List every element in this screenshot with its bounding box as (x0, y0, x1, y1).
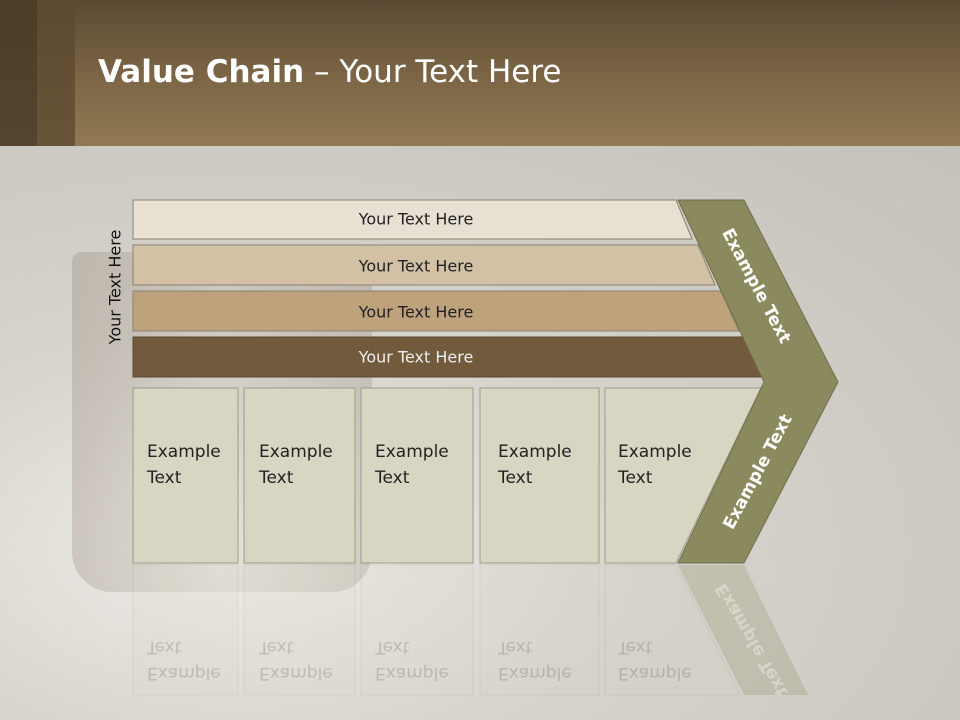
box-5 (604, 387, 762, 564)
header-accent-strip (0, 0, 37, 146)
box-label-4: Example Text (498, 442, 572, 488)
bar-label-3: Your Text Here (358, 302, 474, 322)
box-label-5: Example Text (618, 442, 692, 488)
bar-1 (132, 199, 693, 240)
box-label-3: Example Text (375, 442, 449, 488)
box-reflection-text: Example Text (498, 637, 572, 683)
bar-2 (132, 244, 716, 286)
title-bold: Value Chain (98, 54, 305, 90)
box-reflection-text: Example Text (618, 637, 692, 683)
box-reflection (360, 564, 474, 696)
box-2 (243, 387, 356, 564)
bar-label-2: Your Text Here (358, 256, 474, 276)
box-reflection (243, 564, 356, 696)
page-title: Value Chain – Your Text Here (98, 54, 561, 90)
chevron-reflection (678, 565, 808, 695)
box-reflection (604, 564, 741, 696)
title-bar: Value Chain – Your Text Here (0, 0, 960, 146)
bar-label-4: Your Text Here (358, 347, 474, 367)
box-4 (479, 387, 600, 564)
box-reflection (132, 564, 239, 696)
box-reflection-text: Example Text (259, 637, 333, 683)
bar-3 (132, 290, 740, 332)
bar-label-1: Your Text Here (358, 209, 474, 229)
box-3 (360, 387, 474, 564)
reflection (132, 564, 741, 696)
box-1 (132, 387, 239, 564)
box-label-2: Example Text (259, 442, 333, 488)
title-rest: – Your Text Here (304, 54, 562, 90)
chevron-arrow (677, 199, 839, 564)
box-label-1: Example Text (147, 442, 221, 488)
box-reflection (479, 564, 600, 696)
header-accent-strip (37, 0, 75, 146)
box-reflection-text: Example Text (147, 637, 221, 683)
box-reflection-text: Example Text (375, 637, 449, 683)
